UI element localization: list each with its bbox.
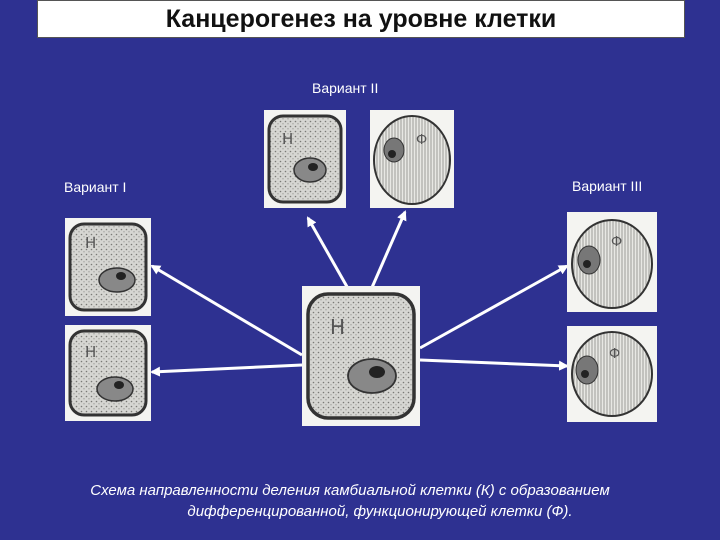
caption: Схема направленности деления камбиальной… [0,480,720,522]
cell-letter: Ф [609,347,620,362]
label-variant-1: Вариант I [64,179,127,195]
caption-line-2: дифференцированной, функционирующей клет… [187,503,573,520]
arrow-to-variant-3-top [419,264,569,350]
functional-cell-variant-2: Ф [370,110,454,208]
cell-letter: Ф [416,133,427,148]
functional-cell-variant-3-bottom: Ф [567,326,657,422]
arrow-to-variant-1-bottom [150,363,303,377]
page-title: Канцерогенез на уровне клетки [165,4,557,33]
arrow-to-variant-1-top [150,264,303,357]
cell-letter: Н [85,343,96,361]
cambial-cell-variant-1-top: Н [65,218,151,316]
arrow-to-variant-2-left [306,216,352,293]
cell-letter: Н [282,130,293,148]
cell-letter: Н [85,234,96,252]
cell-letter: Ф [611,235,622,250]
title-box: Канцерогенез на уровне клетки [37,0,685,38]
arrow-to-variant-3-bottom [419,358,569,371]
label-variant-3: Вариант III [572,178,643,194]
label-variant-2: Вариант II [312,80,379,96]
cambial-cell-variant-2: Н [264,110,346,208]
arrow-to-variant-2-right [368,210,407,293]
caption-line-1: Схема направленности деления камбиальной… [90,482,610,499]
cell-letter: Н [330,315,345,339]
functional-cell-variant-3-top: Ф [567,212,657,312]
cambial-cell-variant-1-bottom: Н [65,325,151,421]
cambial-cell-center: Н [302,286,420,426]
